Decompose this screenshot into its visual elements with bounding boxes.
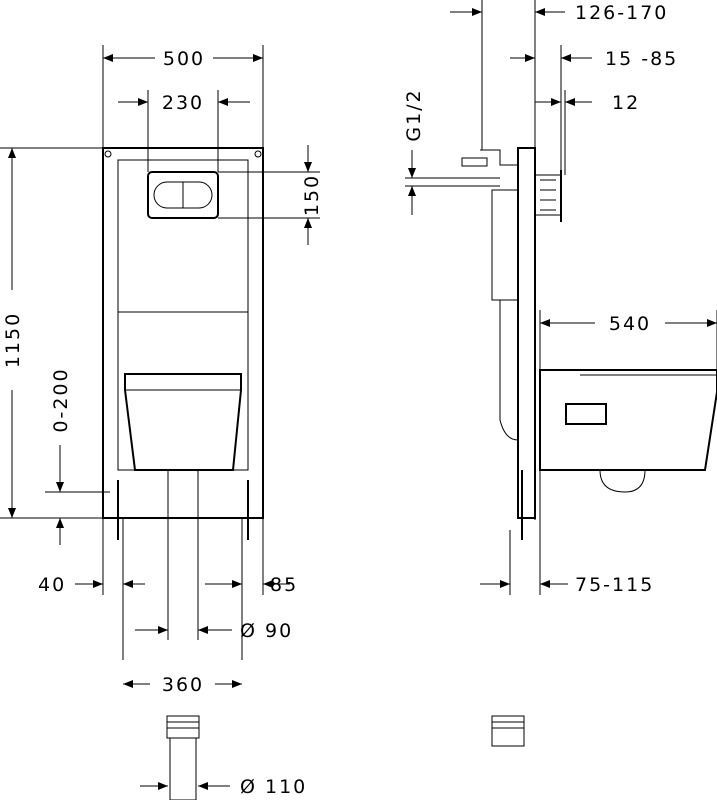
dim-15-85: 15 -85: [605, 48, 678, 70]
toilet-side: [539, 369, 717, 471]
dim-150: 150: [301, 174, 323, 216]
dim-540: 540: [609, 313, 651, 335]
dim-1150: 1150: [2, 312, 24, 368]
dim-360: 360: [162, 674, 204, 696]
dim-40: 40: [38, 574, 66, 596]
dim-diameter-90: Ø 90: [240, 620, 293, 642]
dim-126-170: 126-170: [575, 2, 668, 24]
dim-diameter-110: Ø 110: [240, 776, 307, 798]
frame-side: [517, 147, 536, 519]
dim-85: 85: [270, 574, 298, 596]
drain-connector-side: [491, 715, 525, 747]
side-view: 126-170 15 -85 12 G1/2 540 75-115: [403, 0, 717, 747]
front-view: 500 230 150 1150 0-200 40 85 Ø 90 360: [0, 45, 323, 800]
dim-g1-2: G1/2: [403, 88, 425, 141]
dim-230: 230: [162, 92, 204, 114]
toilet-bowl: [124, 373, 242, 471]
dim-75-115: 75-115: [575, 574, 654, 596]
flush-connector: [534, 174, 562, 216]
drain-pipe: [167, 469, 199, 519]
dim-0-200: 0-200: [50, 367, 72, 432]
drain-connector-front: [166, 715, 200, 800]
dim-500: 500: [163, 48, 205, 70]
dim-12: 12: [612, 92, 640, 114]
flush-plate: [147, 171, 219, 219]
cistern: [491, 189, 519, 301]
